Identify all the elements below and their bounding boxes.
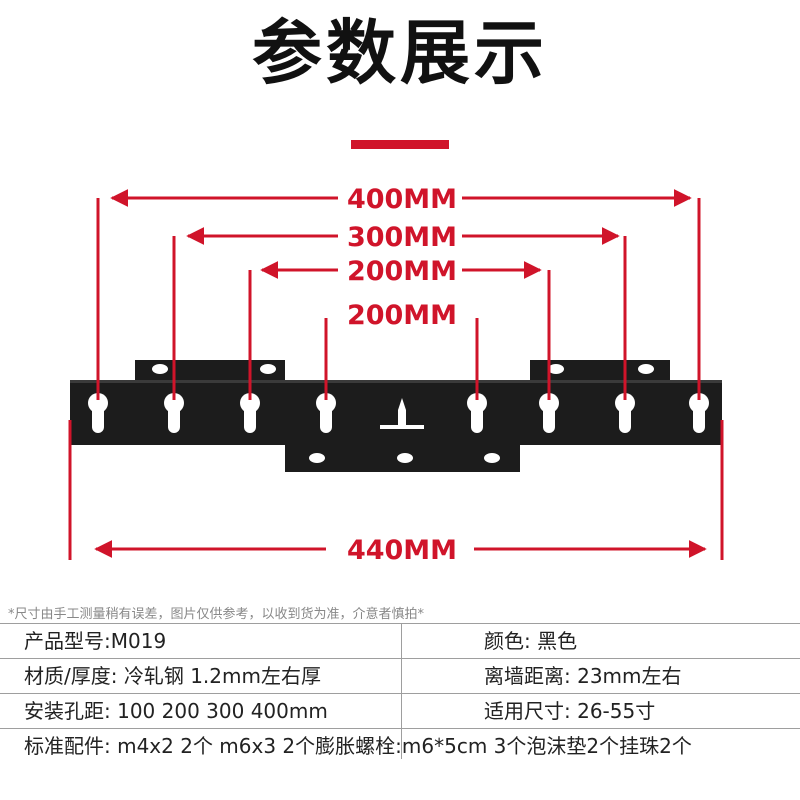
spec-table-divider [401, 623, 402, 759]
dimension-label-400: 400MM [347, 184, 457, 215]
spec-row: 产品型号:M019 颜色: 黑色 [0, 623, 800, 658]
spec-size: 适用尺寸: 26-55寸 [484, 699, 656, 723]
dimension-label-200-bottom: 200MM [347, 300, 457, 331]
spec-row: 安装孔距: 100 200 300 400mm 适用尺寸: 26-55寸 [0, 693, 800, 728]
wall-bracket [70, 360, 722, 472]
spec-wall-distance: 离墙距离: 23mm左右 [484, 664, 682, 688]
keyhole-slot [240, 393, 260, 433]
keyhole-slot [539, 393, 559, 433]
measurement-disclaimer: *尺寸由手工测量稍有误差，图片仅供参考，以收到货为准，介意者慎拍* [8, 607, 425, 622]
keyhole-slot [689, 393, 709, 433]
reference-lines [68, 198, 724, 560]
spec-hole-distance: 安装孔距: 100 200 300 400mm [24, 699, 328, 723]
keyhole-slot [615, 393, 635, 433]
dimension-arrows [94, 189, 707, 558]
spec-accessories: 标准配件: m4x2 2个 m6x3 2个膨胀螺栓:m6*5cm 3个泡沫垫2个… [24, 734, 692, 758]
spec-row: 材质/厚度: 冷轧钢 1.2mm左右厚 离墙距离: 23mm左右 [0, 658, 800, 693]
dimension-label-300: 300MM [347, 222, 457, 253]
spec-color: 颜色: 黑色 [484, 629, 578, 653]
keyhole-slots [88, 393, 709, 433]
spec-model: 产品型号:M019 [24, 629, 167, 653]
bracket-diagram: 400MM 300MM 200MM 200MM 440MM [68, 184, 724, 566]
dimension-label-200-top: 200MM [347, 256, 457, 287]
spec-row: 标准配件: m4x2 2个 m6x3 2个膨胀螺栓:m6*5cm 3个泡沫垫2个… [0, 728, 800, 763]
spec-table: 产品型号:M019 颜色: 黑色 材质/厚度: 冷轧钢 1.2mm左右厚 离墙距… [0, 623, 800, 763]
page-title: 参数展示 [252, 12, 548, 94]
spec-material: 材质/厚度: 冷轧钢 1.2mm左右厚 [24, 664, 321, 688]
mounting-holes [152, 364, 654, 463]
keyhole-slot [88, 393, 108, 433]
title-underline [351, 140, 449, 149]
dimension-label-440: 440MM [347, 535, 457, 566]
keyhole-slot [316, 393, 336, 433]
keyhole-slot [164, 393, 184, 433]
keyhole-slot [467, 393, 487, 433]
